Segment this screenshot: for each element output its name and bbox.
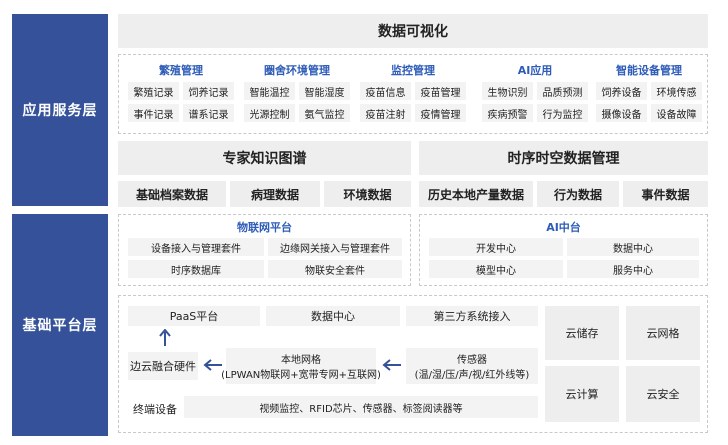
- cloud-computing: 云计算: [545, 366, 619, 422]
- cloud-security: 云安全: [626, 366, 700, 422]
- layer-label-app-text: 应用服务层: [22, 103, 98, 119]
- cloud-storage: 云储存: [545, 306, 619, 360]
- data-box-pathology: 病理数据: [230, 181, 320, 207]
- knowledge-graph-box: 专家知识图谱: [118, 141, 411, 175]
- sensor-title: 传感器: [457, 355, 487, 366]
- category-item: 疫苗注射: [360, 104, 411, 122]
- category-item: 生物识别: [482, 82, 533, 100]
- data-box-basic-archive: 基础档案数据: [118, 181, 226, 207]
- third-party-access: 第三方系统接入: [406, 306, 538, 326]
- category-item: 品质预测: [537, 82, 588, 100]
- spatiotemporal-box: 时序时空数据管理: [419, 141, 708, 175]
- category-item: 繁殖记录: [128, 82, 179, 100]
- iot-item: 设备接入与管理套件: [128, 238, 264, 256]
- sensor-box: 传感器 (温/湿/压/声/视/红外线等): [406, 348, 538, 384]
- data-box-environment: 环境数据: [324, 181, 411, 207]
- category-item: 疫情管理: [415, 104, 466, 122]
- ai-platform-panel: [419, 214, 708, 286]
- category-item: 疫苗管理: [415, 82, 466, 100]
- arrow-up-icon: [159, 328, 171, 350]
- edge-cloud-hardware: 边云融合硬件: [128, 352, 198, 380]
- category-item: 饲养设备: [596, 82, 647, 100]
- category-item: 氨气监控: [299, 104, 350, 122]
- arrow-left-icon: [203, 359, 223, 374]
- knowledge-graph-title: 专家知识图谱: [222, 151, 307, 167]
- category-item: 智能湿度: [299, 82, 350, 100]
- local-network-title: 本地网格: [281, 355, 321, 366]
- infra-data-center: 数据中心: [266, 306, 400, 326]
- category-title: 繁殖管理: [159, 64, 203, 77]
- category-item: 环境传感: [651, 82, 702, 100]
- categories-panel: [118, 54, 708, 134]
- visualization-title-box: 数据可视化: [118, 14, 708, 48]
- layer-label-base-text: 基础平台层: [22, 318, 98, 334]
- data-box-historical-output: 历史本地产量数据: [419, 181, 533, 207]
- category-title: 智能设备管理: [616, 64, 682, 77]
- visualization-title: 数据可视化: [378, 24, 448, 40]
- category-item: 疫苗信息: [360, 82, 411, 100]
- category-item: 智能温控: [244, 82, 295, 100]
- category-item: 事件记录: [128, 104, 179, 122]
- ai-platform-item: 开发中心: [429, 238, 563, 256]
- category-item: 饲养记录: [183, 82, 234, 100]
- local-network: 本地网格 (LPWAN物联网+宽带专网+互联网): [221, 348, 381, 384]
- category-item: 摄像设备: [596, 104, 647, 122]
- category-item: 疾病预警: [482, 104, 533, 122]
- iot-item: 时序数据库: [128, 260, 264, 278]
- arrow-left-icon: [382, 359, 402, 374]
- iot-item: 边缘网关接入与管理套件: [268, 238, 402, 256]
- category-item: 设备故障: [651, 104, 702, 122]
- spatiotemporal-title: 时序时空数据管理: [507, 151, 620, 167]
- ai-platform-item: 数据中心: [567, 238, 699, 256]
- sensor-subtitle: (温/湿/压/声/视/红外线等): [414, 370, 530, 381]
- category-title: AI应用: [517, 64, 553, 77]
- layer-label-app: 应用服务层: [12, 14, 108, 206]
- iot-platform-panel: [118, 214, 411, 286]
- layer-label-base: 基础平台层: [12, 214, 108, 436]
- category-item: 谱系记录: [183, 104, 234, 122]
- ai-platform-title: AI中台: [546, 221, 581, 234]
- infrastructure-panel: [118, 295, 708, 433]
- ai-platform-item: 服务中心: [567, 260, 699, 278]
- category-item: 光源控制: [244, 104, 295, 122]
- ai-platform-item: 模型中心: [429, 260, 563, 278]
- local-network-subtitle: (LPWAN物联网+宽带专网+互联网): [221, 370, 381, 381]
- category-item: 行为监控: [537, 104, 588, 122]
- iot-item: 物联安全套件: [268, 260, 402, 278]
- cloud-grid: 云网格: [626, 306, 700, 360]
- terminal-devices-list: 视频监控、RFID芯片、传感器、标签阅读器等: [184, 396, 538, 418]
- iot-platform-title: 物联网平台: [237, 221, 292, 234]
- data-box-behavior: 行为数据: [537, 181, 619, 207]
- category-title: 圈舍环境管理: [264, 64, 330, 77]
- data-box-event: 事件数据: [623, 181, 708, 207]
- terminal-devices-label: 终端设备: [133, 403, 177, 416]
- paas-platform: PaaS平台: [128, 306, 260, 326]
- category-title: 监控管理: [391, 64, 435, 77]
